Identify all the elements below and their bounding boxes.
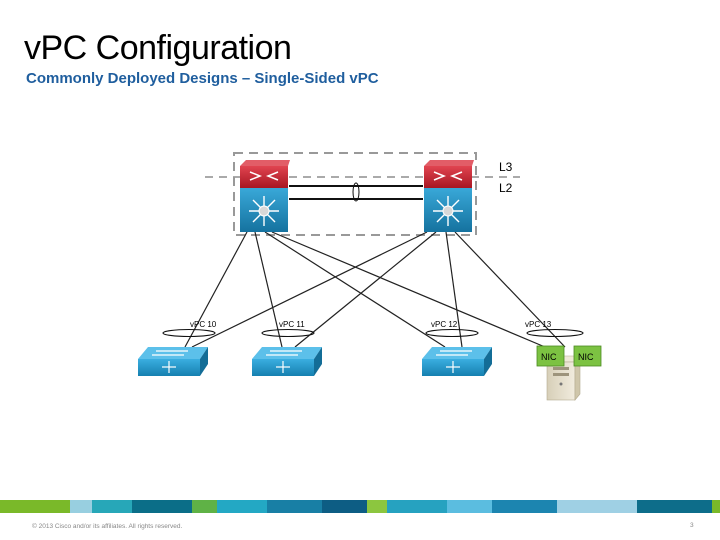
- footer-color-segment: [192, 500, 217, 513]
- footer-color-segment: [557, 500, 637, 513]
- footer-color-segment: [132, 500, 192, 513]
- vpc-label-10: vPC 10: [190, 320, 217, 329]
- footer-color-segment: [712, 500, 720, 513]
- peer-link-port-channel: [352, 182, 360, 202]
- nic-box-right: [573, 345, 602, 367]
- footer-color-segment: [492, 500, 557, 513]
- layer-label-l2: L2: [499, 181, 513, 195]
- nic-label-left: NIC: [541, 352, 557, 362]
- vpc-label-13: vPC 13: [525, 320, 552, 329]
- footer-color-segment: [0, 500, 70, 513]
- slide-subtitle: Commonly Deployed Designs – Single-Sided…: [26, 70, 379, 87]
- aggregation-switch-left: [240, 160, 290, 232]
- footer-color-segment: [92, 500, 132, 513]
- vpc-label-11: vPC 11: [279, 320, 305, 329]
- server: [546, 355, 581, 401]
- page-number: 3: [690, 522, 694, 529]
- vpc-domain-box: [233, 152, 477, 236]
- footer-color-segment: [322, 500, 367, 513]
- peer-link: [289, 185, 423, 200]
- nic-box-left: [536, 345, 565, 367]
- footer-color-segment: [267, 500, 322, 513]
- layer-label-l3: L3: [499, 160, 513, 174]
- slide-title: vPC Configuration: [24, 29, 292, 67]
- footer-color-segment: [367, 500, 387, 513]
- aggregation-switch-right: [424, 160, 474, 232]
- nic-label-right: NIC: [578, 352, 594, 362]
- footer-color-segment: [70, 500, 92, 513]
- uplink-lines: [184, 231, 566, 348]
- footer-color-segment: [217, 500, 267, 513]
- access-switch-1: [138, 347, 208, 376]
- footer-color-segment: [637, 500, 712, 513]
- vpc-label-12: vPC 12: [431, 320, 458, 329]
- footer-color-segment: [447, 500, 492, 513]
- access-switch-3: [422, 347, 492, 376]
- access-switch-2: [252, 347, 322, 376]
- copyright-text: © 2013 Cisco and/or its affiliates. All …: [32, 523, 183, 530]
- footer-color-bar: [0, 500, 720, 513]
- vpc-ellipses: [162, 328, 584, 338]
- footer-color-segment: [387, 500, 447, 513]
